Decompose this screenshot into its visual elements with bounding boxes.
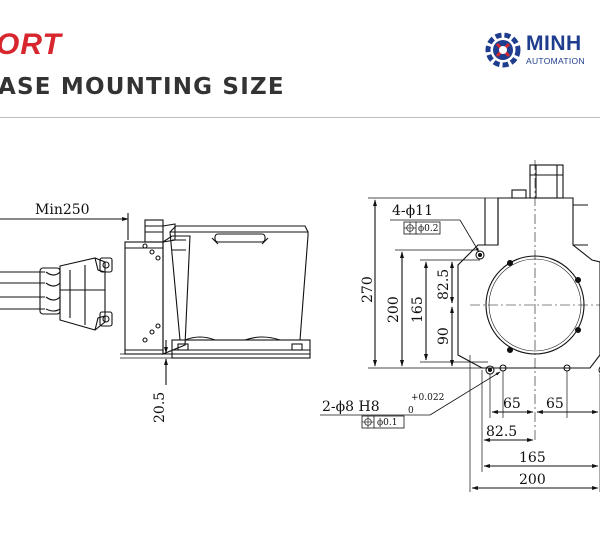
svg-text:ϕ0.1: ϕ0.1 xyxy=(377,418,397,428)
cable-connector xyxy=(0,257,113,331)
svg-text:200: 200 xyxy=(519,472,546,488)
svg-text:ϕ0.2: ϕ0.2 xyxy=(418,224,438,234)
svg-text:200: 200 xyxy=(386,296,402,323)
svg-text:65: 65 xyxy=(503,396,521,412)
page-title: ASE MOUNTING SIZE xyxy=(0,74,285,100)
side-view: Min250 xyxy=(0,202,311,423)
mount-hole-bottom-right xyxy=(598,366,600,374)
min-length-label: Min250 xyxy=(35,202,90,218)
mounting-drawing: Min250 xyxy=(0,160,600,492)
svg-text:82.5: 82.5 xyxy=(486,424,517,440)
logo-name: MINH xyxy=(526,32,582,55)
robot-base-side xyxy=(124,219,311,359)
logo-subtitle: AUTOMATION xyxy=(526,56,585,66)
svg-text:165: 165 xyxy=(519,450,546,466)
gear-icon xyxy=(485,32,521,68)
base-view: 4-ϕ11 ϕ0.2 270 200 165 82.5 90 2-ϕ8 H8 +… xyxy=(320,160,600,492)
svg-text:82.5: 82.5 xyxy=(436,269,452,300)
header-divider xyxy=(0,117,600,118)
holes-label: 4-ϕ11 xyxy=(392,203,433,219)
mount-hole-top-left xyxy=(475,250,485,260)
pins-label: 2-ϕ8 H8 xyxy=(322,399,380,415)
brand-logo: MINH AUTOMATION xyxy=(483,30,600,70)
svg-text:90: 90 xyxy=(436,327,452,345)
svg-text:165: 165 xyxy=(410,296,426,323)
svg-text:270: 270 xyxy=(360,276,376,303)
height-label: 20.5 xyxy=(152,392,168,423)
svg-text:65: 65 xyxy=(546,396,564,412)
svg-text:0: 0 xyxy=(408,406,414,416)
page-title-accent: ORT xyxy=(0,28,62,61)
svg-text:+0.022: +0.022 xyxy=(411,393,444,403)
